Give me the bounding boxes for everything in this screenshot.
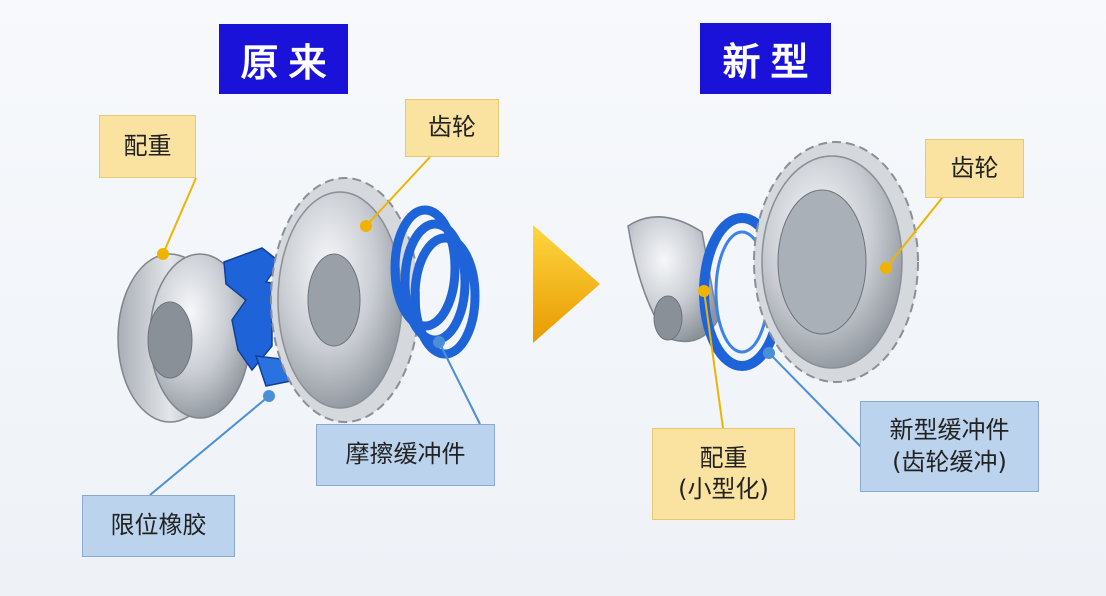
label-weight-new: 配重 (小型化): [652, 428, 795, 520]
label-weight-old-text: 配重: [123, 131, 172, 160]
label-gear-new: 齿轮: [925, 139, 1024, 198]
title-after: 新型: [700, 23, 831, 94]
dot-limit-rubber: [263, 390, 275, 402]
label-gear-old-text: 齿轮: [428, 113, 476, 142]
new-gear-part: [753, 141, 919, 383]
dot-gear-new: [880, 262, 892, 274]
label-friction-buffer-text: 摩擦缓冲件: [345, 440, 466, 469]
label-weight-new-line1: 配重: [699, 443, 748, 472]
label-new-buffer-line1: 新型缓冲件: [889, 416, 1010, 445]
dot-gear-old: [360, 220, 372, 232]
dot-new-buffer: [763, 347, 775, 359]
title-before: 原来: [219, 24, 348, 94]
label-new-buffer: 新型缓冲件 (齿轮缓冲): [860, 401, 1039, 492]
label-new-buffer-line2: (齿轮缓冲): [892, 447, 1007, 476]
leader-gear-new: [885, 197, 943, 269]
dot-weight-old: [157, 248, 169, 260]
label-weight-old: 配重: [99, 115, 196, 178]
dot-friction-buffer: [433, 336, 445, 348]
leader-weight-old: [162, 177, 197, 255]
leader-weight-new: [703, 290, 724, 429]
label-limit-rubber-text: 限位橡胶: [110, 511, 207, 540]
label-friction-buffer: 摩擦缓冲件: [316, 424, 495, 486]
label-weight-new-line2: (小型化): [678, 475, 769, 503]
leader-limit-rubber: [149, 395, 270, 496]
label-gear-new-text: 齿轮: [950, 153, 999, 182]
triangle-right-arrow-icon: [533, 225, 600, 343]
label-limit-rubber: 限位橡胶: [82, 495, 235, 557]
old-gear-part: [270, 177, 420, 423]
dot-weight-new: [698, 285, 710, 297]
new-counterweight-part: [627, 216, 719, 343]
leader-gear-old: [365, 156, 431, 227]
leader-new-buffer: [768, 352, 863, 449]
leader-friction-buffer: [438, 341, 481, 425]
label-gear-old: 齿轮: [405, 99, 499, 157]
